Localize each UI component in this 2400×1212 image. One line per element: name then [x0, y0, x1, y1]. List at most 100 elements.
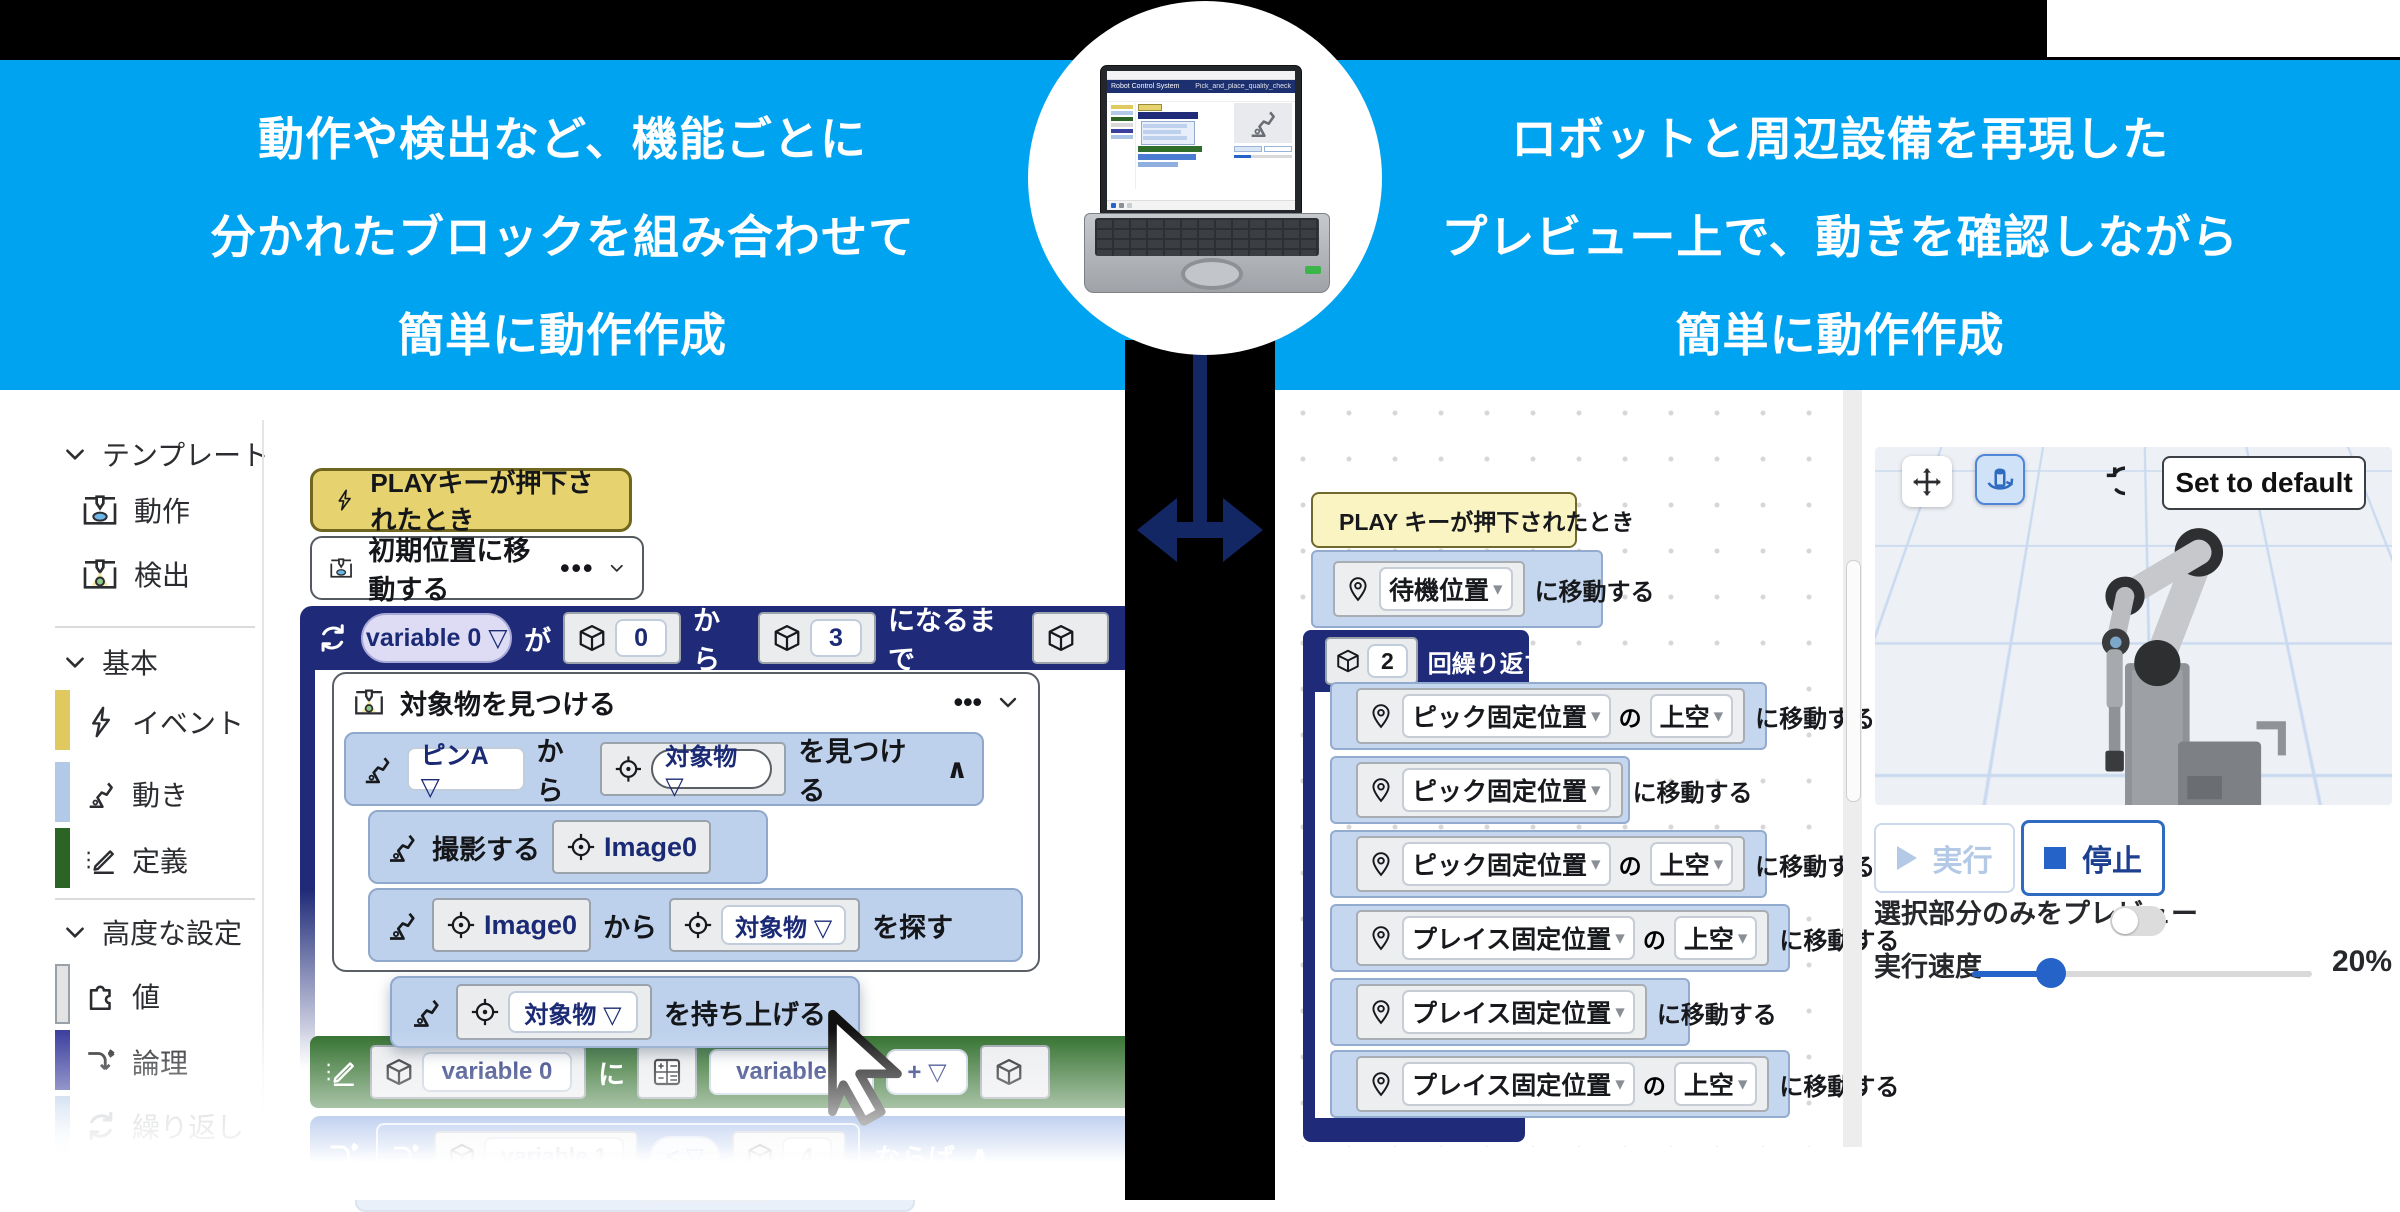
preview-toggle-switch[interactable] [2110, 906, 2166, 936]
run-button[interactable]: 実行 [1874, 823, 2015, 893]
position-dropdown[interactable]: プレイス固定位置 [1412, 1072, 1612, 1100]
sidebar-item-ugoki[interactable]: 動き [84, 774, 188, 814]
position-block[interactable]: ピック固定位置▾ [1356, 762, 1623, 818]
block-move-row[interactable]: プレイス固定位置▾ の 上空▾ に移動する [1330, 1050, 1899, 1118]
sidebar-item-kenshutsu[interactable]: 検出 [80, 554, 190, 594]
banner-left-line2: 分かれたブロックを組み合わせて [210, 211, 915, 263]
reset-view-button[interactable] [2081, 456, 2131, 507]
more-button[interactable]: ••• [953, 686, 982, 717]
collapse-button[interactable]: ∧ [969, 1140, 991, 1171]
calc-block[interactable] [637, 1045, 697, 1099]
position-dropdown[interactable]: プレイス固定位置 [1412, 926, 1612, 954]
position-block[interactable]: プレイス固定位置▾ の 上空▾ [1356, 1056, 1770, 1112]
target-dropdown[interactable]: 対象物 ▽ [721, 905, 847, 945]
block-move-row[interactable]: ピック固定位置▾ の 上空▾ に移動する [1330, 830, 1875, 898]
block-move-row[interactable]: ピック固定位置▾ の 上空▾ に移動する [1330, 682, 1875, 750]
position-block[interactable]: 待機位置▾ [1333, 561, 1525, 617]
sidebar-item-teigi[interactable]: 定義 [84, 840, 188, 880]
position-dropdown[interactable]: 待機位置 [1389, 577, 1490, 605]
value-block[interactable] [980, 1045, 1050, 1099]
block-play-trigger[interactable]: PLAYキーが押下されたとき [310, 468, 632, 535]
offset-dropdown[interactable]: 上空 [1659, 704, 1710, 732]
chevron-down-icon [62, 441, 88, 467]
position-dropdown[interactable]: ピック固定位置 [1412, 704, 1588, 732]
sidebar-item-label: 動き [132, 780, 189, 811]
block-loop-for[interactable]: variable 0 ▽ が 0 から 3 になるまで [300, 606, 1125, 675]
target-block[interactable]: 対象物 ▽ [600, 742, 787, 800]
loop-variable-dropdown[interactable]: variable 0 ▽ [361, 613, 513, 663]
block-text: にする [781, 1169, 863, 1200]
block-search-row[interactable]: Image0 から 対象物 ▽ を探す [368, 888, 1023, 962]
block-play-trigger[interactable]: PLAY キーが押下されたとき [1311, 492, 1634, 548]
count-input[interactable]: 2 [1367, 644, 1408, 678]
sidebar-section-advanced[interactable]: 高度な設定 [62, 912, 242, 952]
offset-dropdown[interactable]: 上空 [1683, 926, 1734, 954]
block-move-initial[interactable]: 初期位置に移動する ••• [310, 536, 644, 605]
banner-left-line1: 動作や検出など、機能ごとに [258, 113, 867, 165]
sidebar-section-template[interactable]: テンプレート [62, 434, 269, 474]
block-text: の [1618, 705, 1642, 731]
variable-field[interactable]: variable 0 [422, 1052, 572, 1092]
position-dropdown[interactable]: ピック固定位置 [1412, 852, 1588, 880]
speed-slider-track[interactable] [1972, 971, 2312, 977]
banner-left-text: 動作や検出など、機能ごとに 分かれたブロックを組み合わせて 簡単に動作作成 [0, 90, 1125, 384]
set-to-default-label: Set to default [2175, 467, 2353, 498]
define-icon [324, 1055, 358, 1089]
set-to-default-button[interactable]: Set to default [2162, 456, 2366, 510]
pan-tool-button[interactable] [1902, 456, 1952, 507]
value-block-to[interactable]: 3 [757, 612, 876, 664]
target-dropdown[interactable]: 対象物 ▽ [508, 991, 638, 1033]
block-lift-floating[interactable]: 対象物 ▽ を持ち上げる [390, 976, 860, 1048]
pin-icon [1368, 777, 1394, 803]
target-block[interactable]: 対象物 ▽ [456, 984, 652, 1040]
sidebar-item-dousa[interactable]: 動作 [80, 490, 190, 530]
position-block[interactable]: ピック固定位置▾ の 上空▾ [1356, 688, 1746, 744]
position-block[interactable]: プレイス固定位置▾ の 上空▾ [1356, 910, 1770, 966]
sidebar-item-ronri[interactable]: 論理 [84, 1042, 188, 1082]
variable-block[interactable]: variable 0 [370, 1045, 586, 1099]
target-dropdown[interactable]: 対象物 ▽ [651, 744, 773, 800]
image-block[interactable]: Image0 [432, 898, 592, 952]
block-find-container[interactable]: 対象物を見つける ••• ピンA ▽ から 対象物 ▽ を見つける ∧ 撮影する… [332, 672, 1040, 972]
speed-slider-knob[interactable] [2036, 958, 2066, 988]
value-block-from[interactable]: 0 [563, 612, 682, 664]
block-move-row[interactable]: プレイス固定位置▾ に移動する [1330, 978, 1777, 1046]
sidebar-section-label: 高度な設定 [102, 918, 243, 949]
stop-button[interactable]: 停止 [2021, 820, 2165, 896]
sidebar-item-event[interactable]: イベント [84, 702, 244, 742]
position-block[interactable]: プレイス固定位置▾ [1356, 984, 1647, 1040]
block-move-row[interactable]: プレイス固定位置▾ の 上空▾ に移動する [1330, 904, 1899, 972]
preview-3d-viewport[interactable]: Set to default [1875, 447, 2392, 805]
rotate-tool-button[interactable] [1975, 454, 2025, 505]
count-block[interactable]: 2 [1325, 637, 1418, 685]
image-block[interactable]: Image0 [552, 820, 712, 874]
sidebar-item-atai[interactable]: 値 [84, 976, 160, 1016]
pin-dropdown[interactable]: ピンA ▽ [406, 742, 525, 801]
laptop-trackpad [1181, 258, 1243, 290]
position-dropdown[interactable]: プレイス固定位置 [1412, 1000, 1612, 1028]
canvas-scrollbar-thumb[interactable] [1846, 560, 1861, 802]
target-block[interactable]: 対象物 ▽ [669, 898, 861, 952]
block-move-row[interactable]: ピック固定位置▾ に移動する [1330, 756, 1753, 824]
block-repeat-loop[interactable]: 2 回繰り返す [1303, 630, 1548, 692]
sidebar-section-basic[interactable]: 基本 [62, 642, 158, 682]
offset-dropdown[interactable]: 上空 [1659, 852, 1710, 880]
position-block[interactable]: ピック固定位置▾ の 上空▾ [1356, 836, 1746, 892]
offset-dropdown[interactable]: 上空 [1683, 1072, 1734, 1100]
sidebar-item-label: 定義 [132, 846, 189, 877]
laptop-doc-title: Pick_and_place_quality_check [1195, 83, 1291, 90]
chevron-down-icon[interactable] [996, 690, 1020, 714]
block-find-row[interactable]: ピンA ▽ から 対象物 ▽ を見つける ∧ [344, 732, 984, 806]
top-white-corner [2047, 0, 2400, 57]
sidebar-color-bar [55, 1030, 70, 1090]
value-input[interactable]: 0 [615, 619, 668, 657]
block-capture-row[interactable]: 撮影する Image0 [368, 810, 768, 884]
block-move-standby[interactable]: 待機位置▾ に移動する [1311, 550, 1655, 628]
value-input[interactable]: 3 [809, 619, 862, 657]
sidebar-item-kurikaeshi[interactable]: 繰り返し [84, 1106, 244, 1146]
more-button[interactable]: ••• [560, 552, 595, 583]
position-dropdown[interactable]: ピック固定位置 [1412, 778, 1588, 806]
value-block-step[interactable] [1032, 612, 1109, 664]
chevron-down-icon[interactable] [608, 556, 626, 580]
collapse-button[interactable]: ∧ [946, 753, 968, 784]
